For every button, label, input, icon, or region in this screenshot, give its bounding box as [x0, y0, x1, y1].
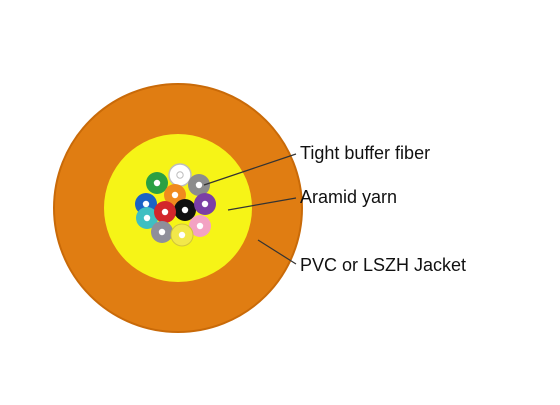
label-aramid-yarn: Aramid yarn [300, 187, 398, 207]
fiber-black [174, 199, 196, 221]
fiber-white [168, 163, 192, 187]
leader-line-tight-buffer [203, 153, 297, 186]
fiber-bundle [135, 163, 216, 247]
fiber-yellow [170, 223, 194, 247]
fiber-gray [188, 174, 210, 196]
fiber-red [154, 201, 176, 223]
fiber-green [146, 172, 168, 194]
leader-line-aramid [227, 197, 297, 211]
fiber-rose [189, 215, 211, 237]
label-jacket: PVC or LSZH Jacket [300, 255, 467, 275]
fiber-violet [194, 193, 216, 215]
fiber-slate [151, 221, 173, 243]
fiber-aqua [136, 207, 158, 229]
leader-line-jacket [257, 239, 297, 265]
label-tight-buffer-fiber: Tight buffer fiber [300, 143, 431, 163]
